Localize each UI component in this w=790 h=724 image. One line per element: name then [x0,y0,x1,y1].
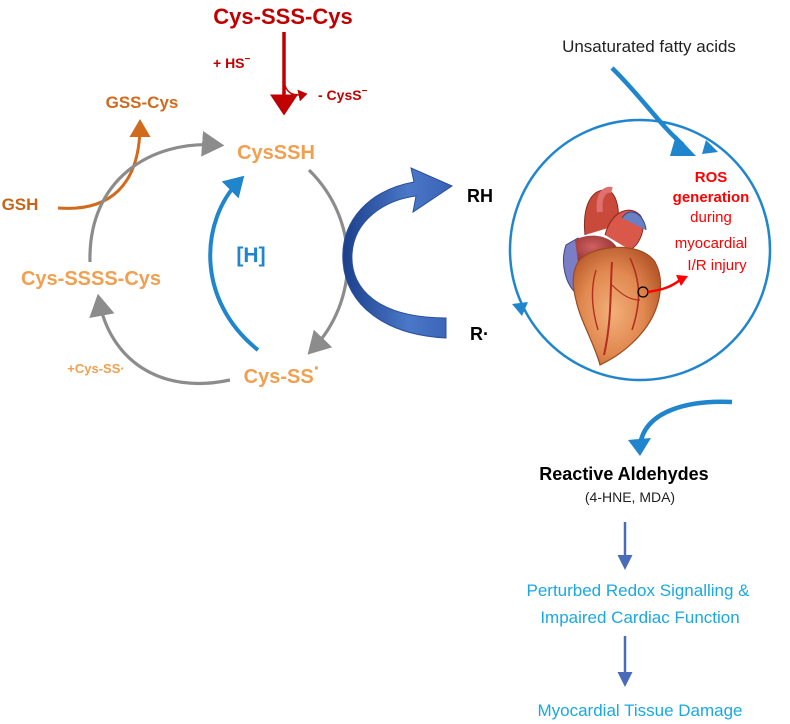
cysssh-label: CysSSH [237,142,315,164]
ros-label: ROS [695,169,728,186]
cys-ss-radical-label: Cys-SS· [244,358,321,388]
reduction-label: [H] [236,244,265,267]
ros-during-label: during [690,209,732,226]
reactive-aldehydes-label: Reactive Aldehydes [539,464,708,484]
plus-cys-ss-label: +Cys-SS· [67,361,124,376]
perturbed-redox-label: Perturbed Redox Signalling & [526,581,750,600]
aldehyde-examples-label: (4-HNE, MDA) [585,489,675,505]
gsh-label: GSH [2,195,39,214]
ros-ir-injury-label: I/R injury [687,257,747,274]
gray-arrow-to-cys-ssss-cys [89,293,231,386]
ros-myocardial-label: myocardial [675,235,748,252]
cys-ssss-cys-label: Cys-SSSS-Cys [21,268,161,290]
rh-label: RH [467,186,493,206]
aldehyde-output-arrow [637,399,733,446]
cycle-arrowhead-top [702,140,718,154]
ros-site-arrow [647,279,681,294]
plus-hs-label: + HS− [213,54,251,71]
fatty-acids-label: Unsaturated fatty acids [562,37,736,56]
impaired-function-label: Impaired Cardiac Function [540,608,739,627]
cyss-release-arrow [283,81,308,102]
blue-reduction-arrow [208,175,260,352]
gray-arrow-to-cysss-radical [307,168,350,355]
input-arrowhead [670,135,696,156]
minus-cyss-label: - CysS− [318,86,368,103]
output-arrowhead [628,438,651,456]
cys-sss-cys-label: Cys-SSS-Cys [213,4,352,29]
r-radical-label: R· [470,324,489,344]
gss-cys-label: GSS-Cys [106,93,179,112]
hydrogen-transfer-arrow [342,167,454,339]
heart-icon [563,186,661,366]
ros-generation-label: generation [673,189,750,206]
lipid-peroxidation-cycle [508,118,772,382]
fatty-acid-input-arrow [610,66,685,147]
ros-arrowhead [676,275,688,286]
tissue-damage-label: Myocardial Tissue Damage [537,701,742,720]
cycle-arrowhead-left [512,302,528,316]
gray-arrow-to-cysssh [88,131,225,263]
gsh-to-gsscys-arrow [57,119,151,210]
